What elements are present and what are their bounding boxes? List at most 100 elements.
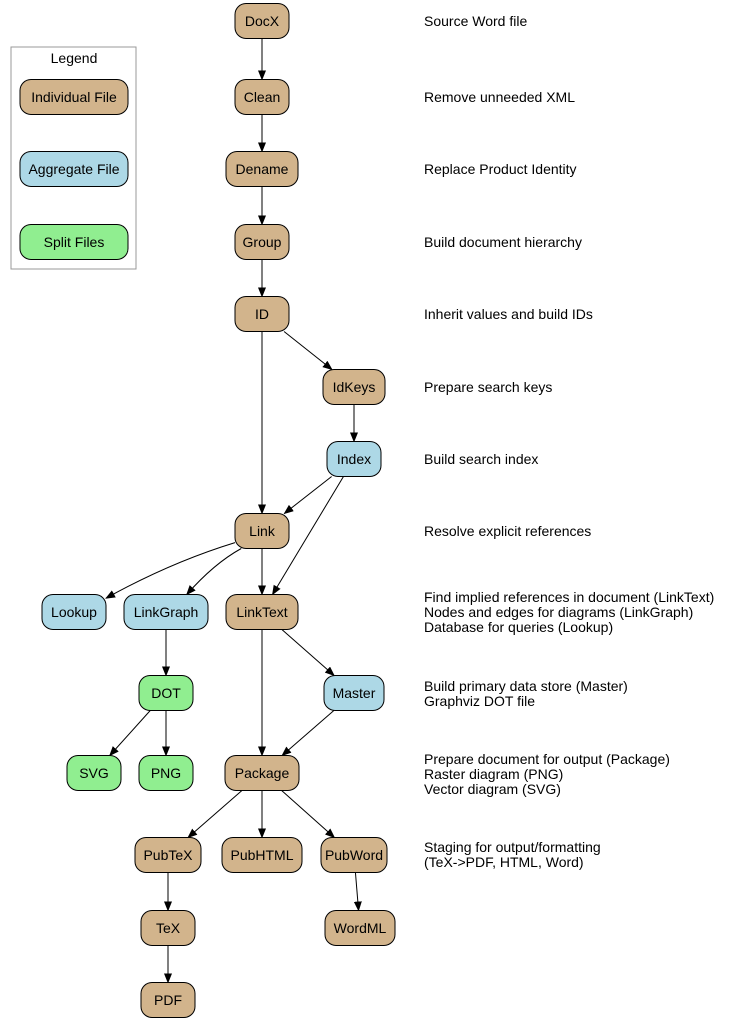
edge-master-to-package [281,710,335,757]
node-label: PDF [154,992,182,1008]
edge-index-to-linktext [272,476,344,596]
node-wordml: WordML [324,910,396,946]
description-linktext-line-2: Database for queries (Lookup) [424,619,613,635]
node-label: SVG [79,765,109,781]
edge-link-to-lookup [105,542,236,599]
node-dot: DOT [138,675,194,711]
node-label: TeX [156,920,181,936]
node-idkeys: IdKeys [322,369,386,405]
node-label: DocX [245,13,280,29]
description-package-line-1: Raster diagram (PNG) [424,766,563,782]
node-label: PNG [151,765,181,781]
legend-item-label: Aggregate File [28,161,119,177]
node-label: PubTeX [143,847,193,863]
legend-swatch-aggregate [19,151,129,187]
description-group-line-0: Build document hierarchy [424,234,582,250]
node-label: Master [333,685,376,701]
node-label: Package [235,765,290,781]
edge-dot-to-svg [109,710,151,757]
node-label: PubWord [325,847,383,863]
node-box-png [138,755,194,791]
description-linktext-line-0: Find implied references in document (Lin… [424,589,714,605]
node-box-lookup [41,594,107,630]
node-png: PNG [138,755,194,791]
node-index: Index [326,441,382,477]
node-label: PubHTML [230,847,293,863]
node-label: LinkGraph [134,604,199,620]
node-docx: DocX [234,3,290,39]
node-label: Lookup [51,604,97,620]
edge-id-to-idkeys [283,331,333,371]
node-label: ID [255,306,269,322]
node-label: Group [243,234,282,250]
node-box-wordml [324,910,396,946]
node-box-linkgraph [123,594,209,630]
legend-swatch-individual [19,79,129,115]
node-clean: Clean [234,79,290,115]
node-group: Group [234,224,290,260]
node-box-package [224,755,300,791]
description-link-line-0: Resolve explicit references [424,523,591,539]
node-box-group [234,224,290,260]
node-label: Index [337,451,371,467]
node-box-linktext [225,594,299,630]
node-label: Dename [236,161,289,177]
node-box-dot [138,675,194,711]
node-link: Link [234,513,290,549]
node-lookup: Lookup [41,594,107,630]
description-linktext-line-1: Nodes and edges for diagrams (LinkGraph) [424,604,693,620]
node-label: WordML [334,920,387,936]
description-index-line-0: Build search index [424,451,538,467]
node-pubtex: PubTeX [134,837,202,873]
node-box-pubword [320,837,388,873]
node-box-clean [234,79,290,115]
node-label: LinkText [236,604,287,620]
node-linktext: LinkText [225,594,299,630]
node-box-svg [66,755,122,791]
node-package: Package [224,755,300,791]
node-box-tex [140,910,196,946]
node-box-dename [225,151,299,187]
node-dename: Dename [225,151,299,187]
edge-index-to-link [283,476,332,515]
node-pubhtml: PubHTML [221,837,303,873]
edge-package-to-pubtex [187,790,243,839]
node-box-index [326,441,382,477]
edge-link-to-linkgraph [186,548,242,596]
legend-swatch-split [19,224,129,260]
legend-item-label: Split Files [44,234,105,250]
node-box-idkeys [322,369,386,405]
node-linkgraph: LinkGraph [123,594,209,630]
description-pubword-line-0: Staging for output/formatting [424,839,601,855]
node-label: DOT [151,685,181,701]
edge-package-to-pubword [281,790,336,839]
edge-linktext-to-master [281,629,335,677]
description-idkeys-line-0: Prepare search keys [424,379,552,395]
node-box-pubhtml [221,837,303,873]
node-label: Link [249,523,276,539]
description-package-line-0: Prepare document for output (Package) [424,751,670,767]
node-svg: SVG [66,755,122,791]
edges-layer [105,38,362,984]
description-dename-line-0: Replace Product Identity [424,161,577,177]
description-id-line-0: Inherit values and build IDs [424,306,593,322]
edge-pubword-to-wordml [353,872,362,912]
description-docx-line-0: Source Word file [424,13,527,29]
node-pubword: PubWord [320,837,388,873]
node-label: Clean [244,89,281,105]
node-pdf: PDF [140,982,196,1018]
description-pubword-line-1: (TeX->PDF, HTML, Word) [424,854,584,870]
node-label: IdKeys [333,379,376,395]
node-master: Master [323,675,385,711]
node-box-master [323,675,385,711]
node-tex: TeX [140,910,196,946]
node-box-docx [234,3,290,39]
legend-title: Legend [51,50,98,66]
description-master-line-1: Graphviz DOT file [424,693,535,709]
node-box-link [234,513,290,549]
node-box-id [234,296,290,332]
